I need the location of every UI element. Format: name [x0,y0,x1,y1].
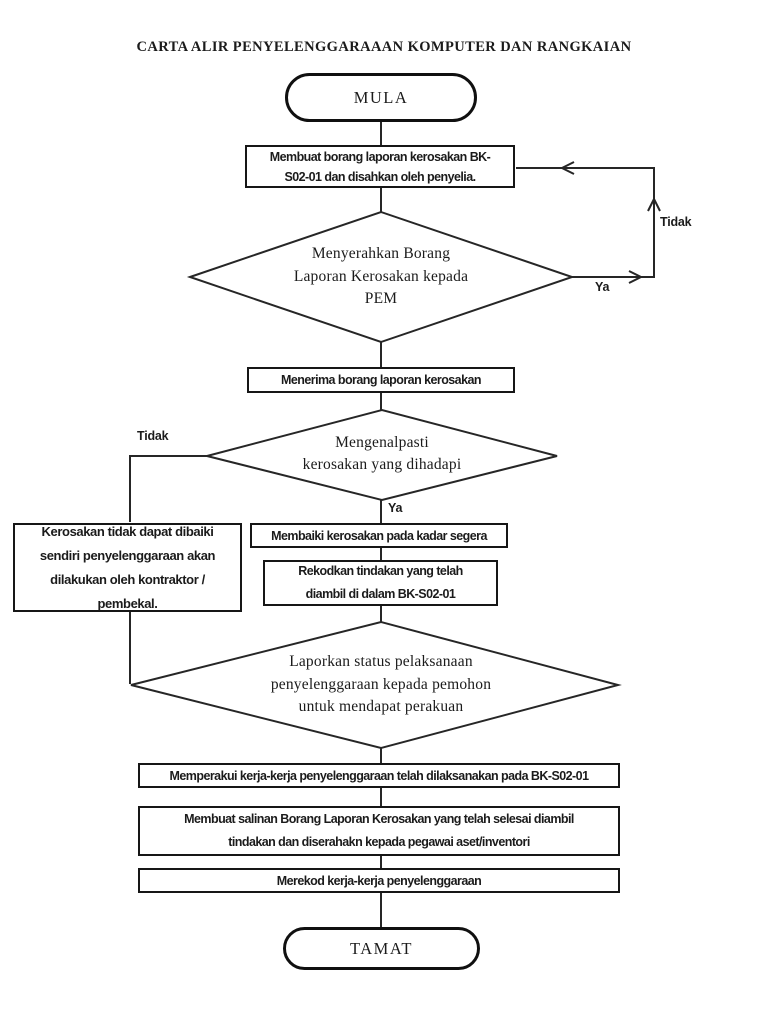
arrowhead-left-icon [559,161,575,175]
edge-loop-right [516,167,655,278]
arrowhead-up-icon [647,196,661,212]
edge-label-loop-tidak: Tidak [660,215,692,229]
edge-label-identify-ya: Ya [388,501,403,515]
start-terminal: MULA [285,73,477,122]
process-contractor-note: Kerosakan tidak dapat dibaiki sendiri pe… [13,523,242,612]
arrowhead-right-icon [628,270,644,284]
decision-submit-form-label: Menyerahkan Borang Laporan Kerosakan kep… [293,245,469,308]
edge-label-loop-ya: Ya [595,280,610,294]
page-title: CARTA ALIR PENYELENGGARAAAN KOMPUTER DAN… [136,39,632,55]
process-record-action: Rekodkan tindakan yang telah diambil di … [263,560,498,606]
decision-identify-label: Mengenalpasti kerosakan yang dihadapi [302,433,462,474]
decision-report-status-shape [130,620,622,750]
process-repair-immediate: Membaiki kerosakan pada kadar segera [250,523,508,548]
edge-label-identify-tidak: Tidak [137,429,169,443]
decision-submit-form-shape [186,210,576,344]
process-receive-report: Menerima borang laporan kerosakan [247,367,515,393]
process-copy-form: Membuat salinan Borang Laporan Kerosakan… [138,806,620,856]
process-certify-work: Memperakui kerja-kerja penyelenggaraan t… [138,763,620,788]
decision-identify-shape [206,408,558,502]
end-terminal: TAMAT [283,927,480,970]
process-make-report: Membuat borang laporan kerosakan BK- S02… [245,145,515,188]
process-record-work: Merekod kerja-kerja penyelenggaraan [138,868,620,893]
edge-identify-tidak-left [129,455,207,522]
decision-report-status-label: Laporkan status pelaksanaan penyelenggar… [270,653,492,716]
